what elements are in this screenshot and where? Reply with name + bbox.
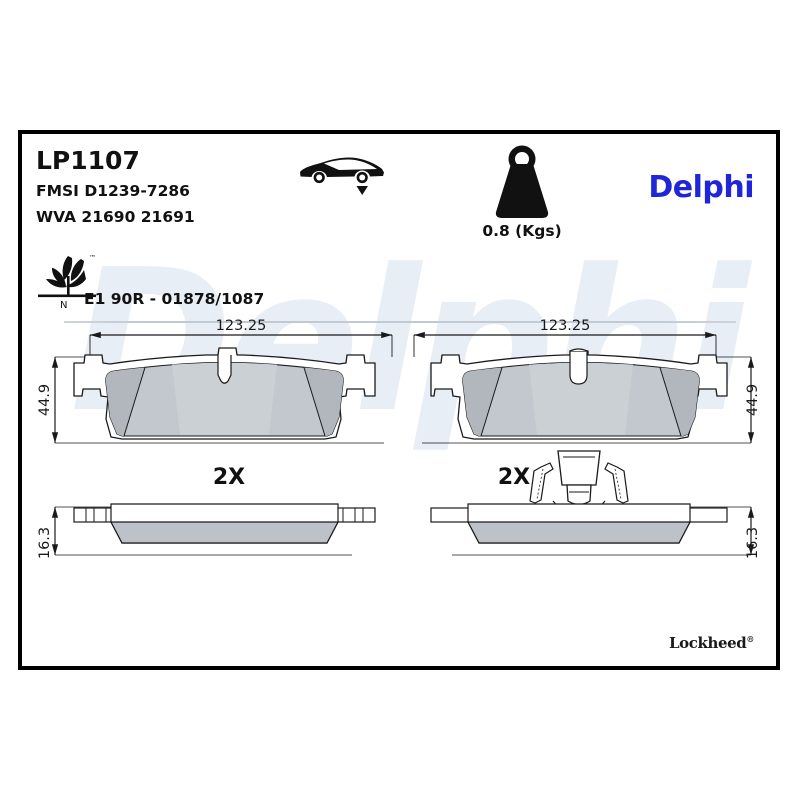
lockheed-label: Lockheed: [669, 634, 747, 652]
ece-approval-code: E1 90R - 01878/1087: [84, 290, 265, 308]
spec-sheet-frame: Delphi LP1107 FMSI D1239-7286 WVA 21690 …: [18, 130, 780, 670]
svg-text:N: N: [60, 300, 67, 311]
right-pad-thickness-dim: 16.3: [745, 527, 761, 559]
part-number: LP1107: [36, 146, 140, 175]
eco-leaf-n-mark-icon: N ™: [32, 246, 106, 312]
fmsi-code: FMSI D1239-7286: [36, 182, 190, 200]
left-pad-quantity: 2X: [213, 465, 245, 490]
left-pad-thickness-dim: 16.3: [37, 527, 53, 559]
svg-text:™: ™: [89, 254, 96, 262]
lockheed-sub-brand: Lockheed®: [669, 634, 754, 652]
left-pad-height-dim: 44.9: [37, 384, 53, 416]
weight-kettlebell-icon: [462, 142, 582, 224]
car-rear-axle-icon: [294, 150, 390, 198]
weight-label: 0.8 (Kgs): [482, 222, 562, 240]
plan-view-right-pad: 123.25 44.9: [413, 318, 761, 444]
right-pad-quantity: 2X: [498, 465, 530, 490]
right-pad-width-dim: 123.25: [540, 318, 591, 334]
right-pad-height-dim: 44.9: [745, 384, 761, 416]
side-view-left-pad: 16.3: [37, 503, 376, 559]
technical-drawing-canvas: 123.25 44.9 123.25 44.9 2X 2X: [37, 318, 761, 559]
left-pad-width-dim: 123.25: [216, 318, 267, 334]
registered-trademark-icon: ®: [746, 634, 754, 644]
plan-view-left-pad: 123.25 44.9: [37, 318, 393, 444]
side-view-right-pad: 16.3: [430, 450, 761, 559]
wear-sensor-plug-icon: [529, 450, 629, 510]
delphi-brand-logo: Delphi: [648, 170, 754, 205]
wva-code: WVA 21690 21691: [36, 208, 195, 226]
header-divider: [64, 321, 736, 323]
